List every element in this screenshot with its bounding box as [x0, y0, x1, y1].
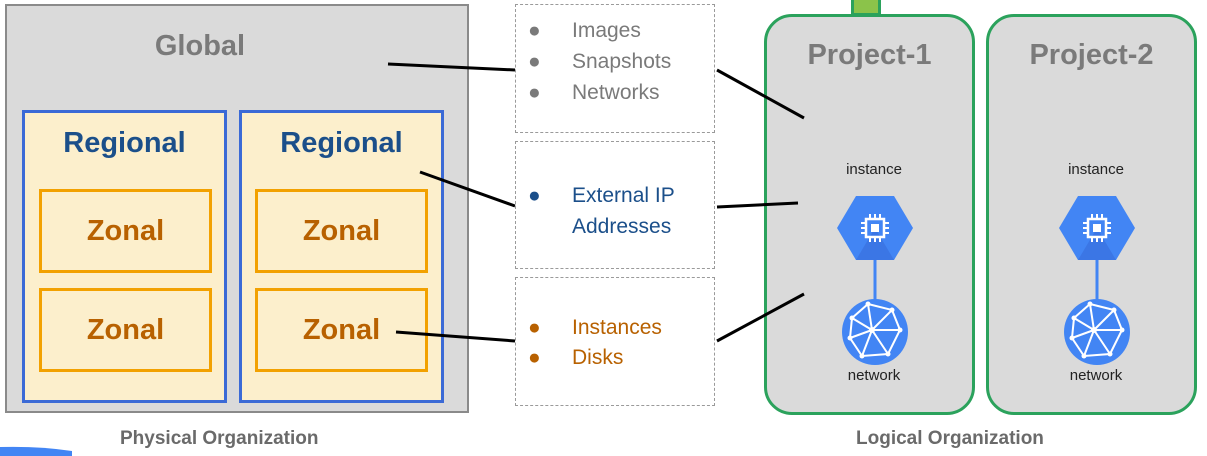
network-label-1: network [847, 367, 901, 384]
project-title-2: Project-2 [1029, 39, 1154, 71]
connector-lines [387, 62, 805, 343]
corner-swoosh [0, 446, 72, 456]
connector-regional-project [716, 201, 799, 209]
instance-label-1: instance [846, 161, 902, 178]
global-title: Global [154, 30, 246, 62]
project-title-1: Project-1 [807, 39, 932, 71]
connector-global [387, 62, 516, 72]
list-item: ●Images [528, 19, 641, 42]
network-label-2: network [1069, 367, 1123, 384]
zonal-box-2: Zonal [39, 288, 212, 372]
connector-global-project [716, 68, 805, 120]
compute-engine-icon-2 [1059, 196, 1135, 260]
regional-title-2: Regional [280, 127, 403, 159]
zonal-resources-box: ●Instances ●Disks [515, 277, 715, 406]
regional-title-1: Regional [63, 127, 186, 159]
zonal-box-3: Zonal [255, 189, 428, 273]
connector-zonal [395, 330, 516, 343]
zonal-box-1: Zonal [39, 189, 212, 273]
list-item: ●Disks [528, 346, 624, 369]
instance-label-2: instance [1068, 161, 1124, 178]
physical-organization-caption: Physical Organization [120, 428, 319, 449]
compute-engine-icon-1 [837, 196, 913, 260]
connector-regional [419, 170, 516, 208]
list-item: ●External IP [528, 184, 675, 207]
list-item: ●Instances [528, 316, 662, 339]
list-item-continuation: Addresses [572, 215, 672, 238]
zonal-box-4: Zonal [255, 288, 428, 372]
network-icon-2 [1064, 299, 1130, 365]
logical-organization-caption: Logical Organization [856, 428, 1044, 449]
list-item: ●Networks [528, 81, 660, 104]
connector-zonal-project [716, 292, 805, 343]
network-icon-1 [842, 299, 908, 365]
global-resources-box: ●Images ●Snapshots ●Networks [515, 4, 715, 133]
regional-resources-box: ●External IP Addresses [515, 141, 715, 269]
list-item: ●Snapshots [528, 50, 672, 73]
